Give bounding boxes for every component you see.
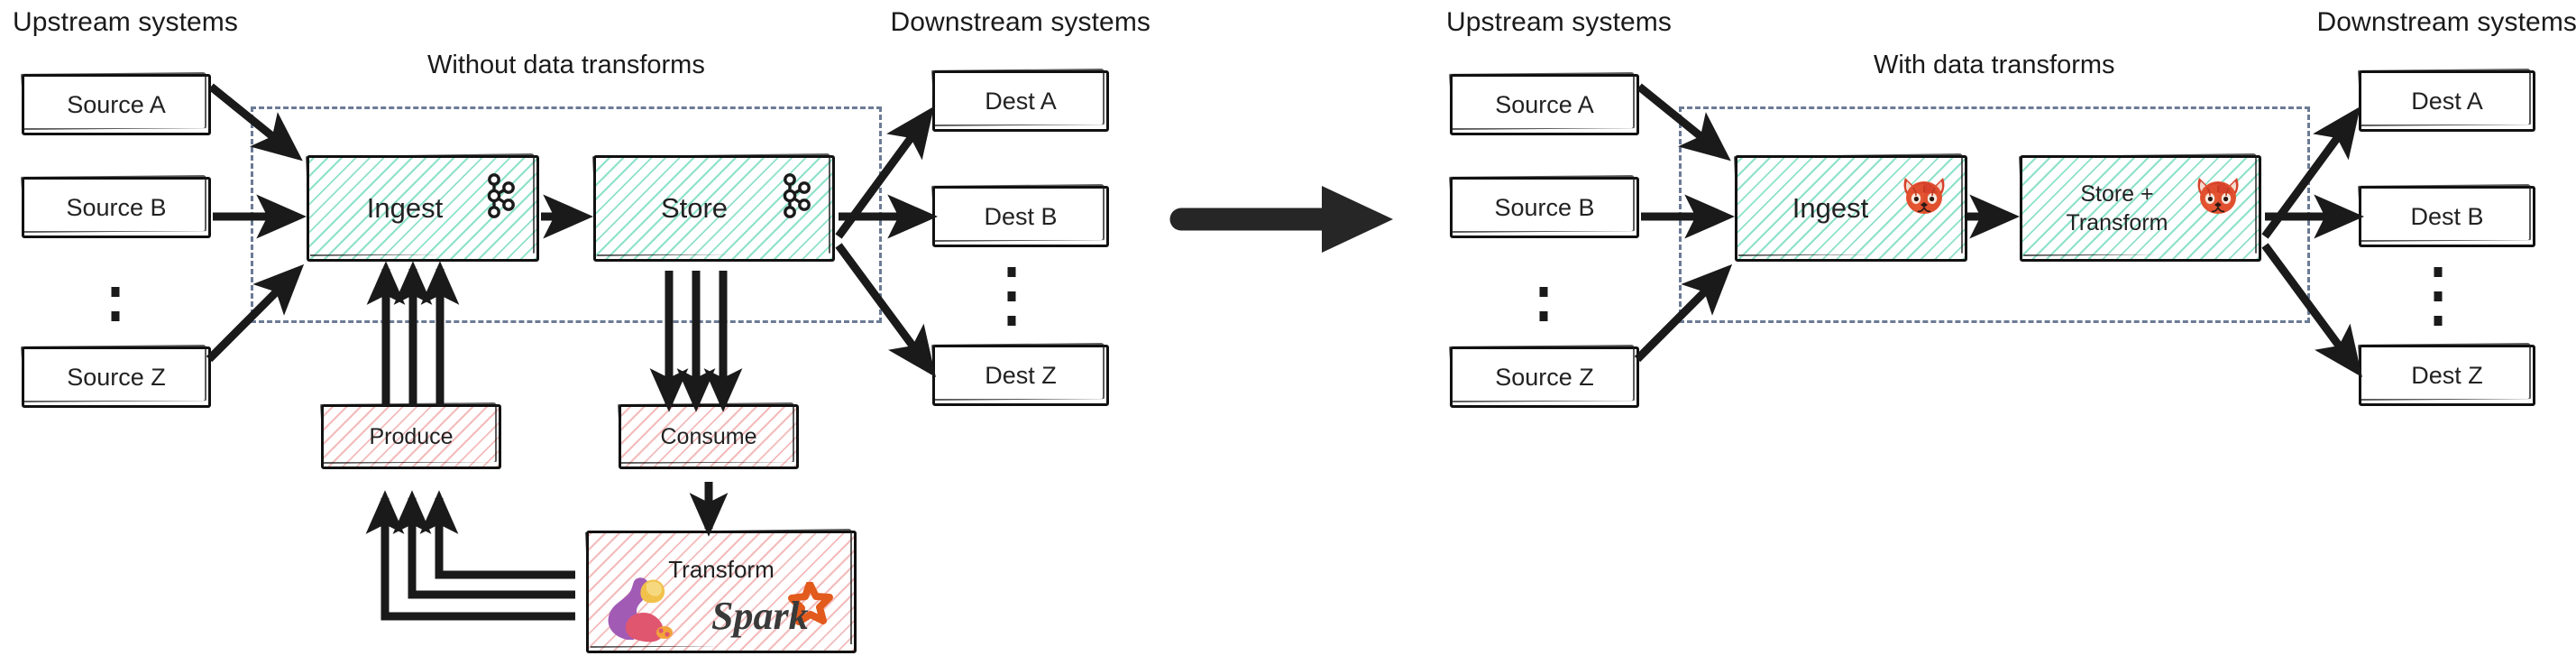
dest-z-label-right: Dest Z (2411, 361, 2483, 389)
dest-box-b-left[interactable]: Dest B (932, 186, 1109, 247)
dest-box-a-left[interactable]: Dest A (932, 70, 1109, 132)
source-box-a-right[interactable]: Source A (1450, 74, 1639, 135)
apache-flink-icon-glyph (608, 577, 673, 642)
source-b-label-left: Source B (66, 193, 167, 221)
ingest-label-left: Ingest (366, 191, 444, 224)
source-z-label-right: Source Z (1495, 363, 1594, 391)
source-z-label-left: Source Z (67, 363, 166, 391)
dest-z-label-left: Dest Z (985, 361, 1057, 389)
downstream-systems-label-right: Downstream systems (2316, 7, 2576, 37)
dest-b-label-left: Dest B (984, 202, 1058, 230)
downstream-systems-label-left: Downstream systems (890, 7, 1151, 37)
source-b-label-right: Source B (1494, 193, 1595, 221)
store-label-left: Store (660, 191, 729, 224)
apache-spark-icon: Spark (710, 579, 845, 643)
store-transform-line1: Store + (2080, 181, 2154, 207)
source-a-label-right: Source A (1495, 90, 1594, 118)
panel-title-right: With data transforms (1874, 51, 2115, 79)
apache-kafka-icon (771, 172, 812, 225)
transform-box[interactable]: Transform Spark (586, 531, 857, 653)
apache-spark-icon-glyph: Spark (711, 579, 833, 638)
consume-label: Consume (660, 424, 757, 449)
redpanda-icon (2194, 174, 2242, 223)
upstream-systems-label-left: Upstream systems (13, 7, 238, 37)
svg-text:Spark: Spark (711, 594, 809, 638)
ingest-label-right: Ingest (1792, 191, 1869, 224)
source-box-b-right[interactable]: Source B (1450, 177, 1639, 238)
dest-box-z-right[interactable]: Dest Z (2359, 345, 2535, 406)
ingest-box-right[interactable]: Ingest (1735, 155, 1967, 262)
apache-flink-icon (600, 573, 683, 649)
big-transition-arrow (1169, 186, 1393, 253)
transform-label: Transform (668, 556, 775, 583)
upstream-systems-label-right: Upstream systems (1446, 7, 1672, 37)
source-box-z-right[interactable]: Source Z (1450, 346, 1639, 408)
store-transform-line2: Transform (2066, 210, 2168, 236)
store-box-left[interactable]: Store (593, 155, 835, 262)
produce-box[interactable]: Produce (321, 404, 501, 469)
arrows-transform-to-produce (365, 490, 575, 621)
dest-box-z-left[interactable]: Dest Z (932, 345, 1109, 406)
source-box-b-left[interactable]: Source B (22, 177, 211, 238)
redpanda-icon (1900, 174, 1948, 223)
apache-kafka-icon-glyph (487, 173, 515, 218)
dest-box-a-right[interactable]: Dest A (2359, 70, 2535, 132)
source-box-a-left[interactable]: Source A (22, 74, 211, 135)
apache-kafka-icon (475, 172, 517, 225)
redpanda-icon-glyph (1903, 178, 1945, 214)
store-transform-box-right[interactable]: Store + Transform (2020, 155, 2261, 262)
source-a-label-left: Source A (67, 90, 166, 118)
apache-kafka-icon-glyph (783, 173, 811, 218)
dest-box-b-right[interactable]: Dest B (2359, 186, 2535, 247)
produce-label: Produce (369, 424, 454, 449)
redpanda-icon-glyph (2197, 178, 2239, 214)
store-transform-label-right: Store + Transform (2067, 180, 2168, 237)
ingest-box-left[interactable]: Ingest (307, 155, 539, 262)
source-box-z-left[interactable]: Source Z (22, 346, 211, 408)
dest-a-label-right: Dest A (2411, 87, 2483, 115)
panel-title-left: Without data transforms (427, 51, 705, 79)
dest-a-label-left: Dest A (985, 87, 1057, 115)
consume-box[interactable]: Consume (619, 404, 799, 469)
dest-b-label-right: Dest B (2410, 202, 2484, 230)
